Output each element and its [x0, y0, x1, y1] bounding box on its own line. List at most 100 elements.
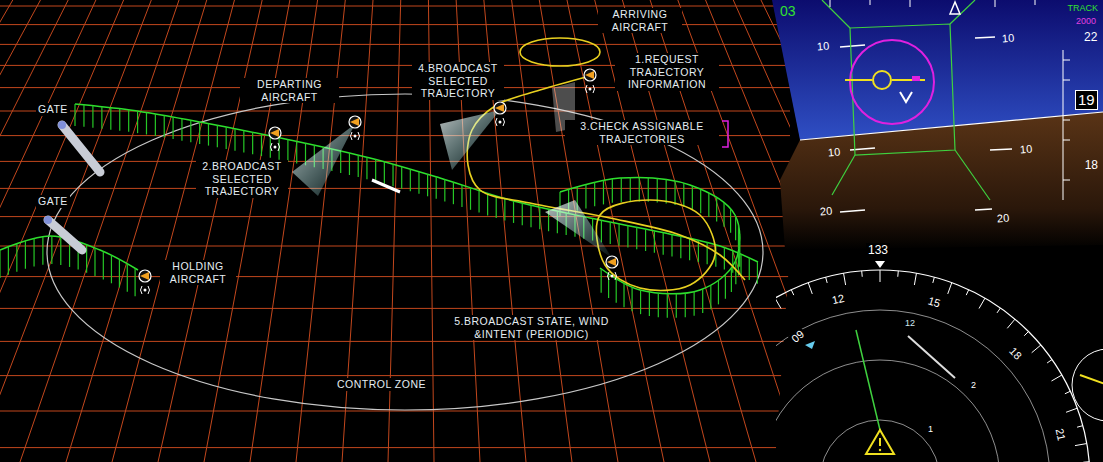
waypoint-arrow — [805, 341, 815, 349]
drawing-part — [676, 294, 677, 318]
drawing-part — [975, 37, 995, 38]
drawing-part — [0, 447, 800, 448]
drawing-part — [732, 251, 733, 273]
drawing-part — [351, 132, 360, 140]
route-line — [908, 336, 955, 378]
drawing-part — [702, 289, 703, 313]
step-label: 2.BROADCAST SELECTED TRAJECTORY — [196, 160, 288, 198]
broadcast-beam — [440, 110, 500, 170]
drawing-part — [1063, 140, 1070, 141]
drawing-part — [0, 0, 151, 462]
drawing-part — [685, 293, 686, 317]
drawing-part — [217, 125, 218, 147]
drawing-part — [716, 197, 717, 221]
drawing-part — [146, 112, 147, 134]
zone-label: CONTROL ZONE — [335, 378, 428, 391]
callout-label: HOLDING AIRCRAFT — [160, 260, 236, 285]
drawing-part — [1063, 180, 1070, 181]
drawing-part — [1066, 408, 1077, 412]
step-label: 5.BROADCAST STATE, WIND &INTENT (PERIODI… — [437, 315, 626, 340]
drawing-part — [631, 287, 632, 311]
drawing-part — [606, 256, 618, 268]
trajectory-curtains — [0, 104, 758, 318]
drawing-part — [1051, 375, 1061, 381]
drawing-part — [0, 411, 800, 412]
drawing-part — [495, 104, 504, 112]
drawing-part — [707, 242, 708, 264]
callout-label: GATE — [36, 195, 70, 208]
drawing-part — [840, 210, 865, 212]
drawing-part — [0, 0, 96, 462]
drawing-part — [234, 129, 235, 151]
drawing-part — [261, 134, 262, 156]
drawing-part — [181, 119, 182, 141]
drawing-part — [955, 150, 990, 200]
drawing-part — [689, 238, 690, 260]
drawing-part — [274, 146, 277, 149]
altitude-target: 2000 — [1074, 16, 1098, 27]
drawing-part — [826, 277, 828, 283]
gate-symbol — [48, 220, 82, 250]
compass-number: 18 — [1005, 343, 1026, 364]
target-circle — [850, 40, 934, 124]
aircraft-icons — [139, 69, 618, 294]
drawing-part — [683, 183, 684, 207]
drawing-part — [0, 375, 800, 376]
step-label: 3.CHECK ASSIGNABLE TRAJECTORIES — [565, 120, 719, 145]
drawing-part — [975, 209, 992, 210]
drawing-part — [731, 268, 732, 292]
drawing-part — [101, 107, 102, 129]
drawing-part — [226, 127, 227, 149]
range-number: 1 — [926, 424, 935, 435]
drawing-part — [738, 225, 739, 249]
drawing-part — [700, 189, 701, 213]
drawing-part — [850, 24, 955, 155]
clock-dial — [1072, 349, 1103, 421]
drawing-part — [499, 121, 502, 124]
heading-pointer — [950, 2, 960, 14]
step-label: 1.REQUEST TRAJECTORY INFORMATION — [615, 53, 719, 91]
drawing-part — [83, 105, 84, 127]
drawing-part — [585, 185, 586, 209]
drawing-part — [739, 243, 740, 267]
drawing-part — [269, 127, 281, 139]
drawing-part — [520, 38, 600, 66]
drawing-part — [504, 199, 505, 221]
drawing-part — [950, 0, 975, 24]
drawing-part — [8, 247, 9, 275]
drawing-part — [657, 178, 658, 202]
magenta-bracket — [722, 121, 728, 147]
drawing-part — [358, 155, 359, 177]
drawing-part — [933, 277, 935, 283]
drawing-part — [110, 108, 111, 130]
compass-rose — [776, 270, 1090, 462]
drawing-part — [648, 178, 649, 202]
drawing-part — [1035, 0, 1036, 5]
drawing-part — [436, 177, 437, 199]
pitch-number: 10 — [825, 145, 842, 160]
pitch-number: 10 — [999, 31, 1016, 46]
clock-hand — [1080, 375, 1103, 385]
drawing-part — [350, 118, 359, 126]
drawing-part — [0, 161, 800, 162]
drawing-part — [139, 270, 151, 294]
broadcast-beam — [545, 200, 612, 258]
drawing-part — [1024, 332, 1028, 336]
aircraft-wing — [892, 79, 925, 81]
compass-number: 21 — [1052, 425, 1069, 444]
drawing-part — [128, 110, 129, 132]
drawing-part — [832, 155, 855, 195]
drawing-part — [60, 237, 61, 265]
drawing-part — [654, 231, 655, 253]
gate-end — [44, 216, 52, 224]
pitch-number: 20 — [994, 211, 1011, 226]
drawing-part — [997, 308, 1000, 313]
drawing-part — [1063, 80, 1070, 81]
drawing-part — [692, 186, 693, 210]
guidance-cue — [912, 76, 920, 81]
drawing-part — [1007, 319, 1015, 328]
drawing-part — [1077, 426, 1083, 428]
drawing-part — [494, 102, 506, 114]
drawing-part — [822, 0, 850, 28]
